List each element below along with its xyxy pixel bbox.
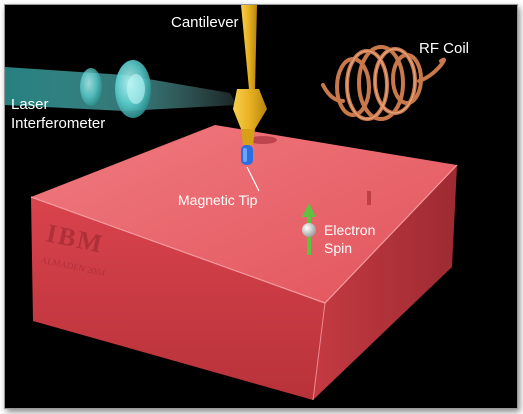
cantilever	[233, 5, 267, 145]
label-electron: Electron	[324, 222, 375, 238]
magnetic-tip	[241, 145, 253, 165]
label-laser: Laser	[11, 96, 49, 113]
rf-coil-highlight	[346, 48, 416, 120]
electron-spin	[302, 203, 316, 255]
label-spin: Spin	[324, 240, 352, 256]
cantilever-shadow	[249, 136, 277, 144]
sample-block	[30, 125, 458, 401]
mrfm-diagram: IBM ALMADEN 2004 Cantilever RF Coil Las	[5, 5, 469, 401]
laser-lens	[80, 60, 151, 118]
label-interferometer: Interferometer	[11, 115, 105, 132]
diagram-frame: IBM ALMADEN 2004 Cantilever RF Coil Las	[4, 4, 518, 409]
label-magnetic-tip: Magnetic Tip	[178, 192, 258, 208]
label-rf-coil: RF Coil	[419, 40, 469, 57]
tip-pointer-line	[246, 166, 260, 192]
rf-coil	[321, 45, 446, 121]
label-cantilever: Cantilever	[171, 14, 239, 31]
